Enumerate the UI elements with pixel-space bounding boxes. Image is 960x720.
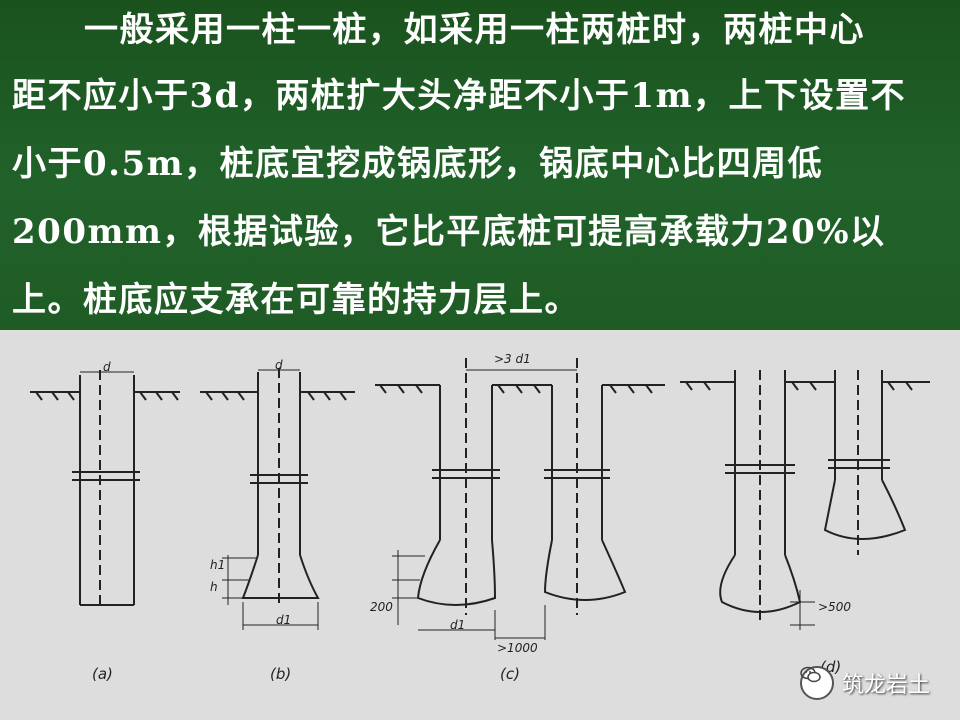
pile-c xyxy=(375,358,665,640)
text-line-4: 200mm，根据试验，它比平底桩可提高承载力20%以 xyxy=(12,212,886,252)
text-line-3: 小于0.5m，桩底宜挖成锅底形，锅底中心比四周低 xyxy=(12,144,824,184)
label-gap-c: >1000 xyxy=(497,641,538,655)
wechat-icon xyxy=(799,666,834,700)
label-200-c: 200 xyxy=(370,600,393,614)
watermark: 筑龙岩土 xyxy=(799,666,930,700)
pile-a xyxy=(30,370,180,606)
pile-diagram-figure: d d d1 h1 h >3 d1 d1 200 >1000 >500 (a) … xyxy=(0,330,960,720)
label-h1-b: h1 xyxy=(210,558,226,572)
label-d1-b: d1 xyxy=(276,613,292,627)
label-spacing-c: >3 d1 xyxy=(494,352,531,366)
text-panel: 一般采用一柱一桩，如采用一柱两桩时，两桩中心 距不应小于3d，两桩扩大头净距不小… xyxy=(0,0,960,330)
label-vertical-d: >500 xyxy=(818,600,851,614)
caption-c: (c) xyxy=(500,665,520,683)
pile-d xyxy=(680,370,930,630)
label-h-b: h xyxy=(210,580,218,594)
text-line-2: 距不应小于3d，两桩扩大头净距不小于1m，上下设置不 xyxy=(12,76,907,116)
text-line-5: 上。桩底应支承在可靠的持力层上。 xyxy=(12,280,580,320)
caption-a: (a) xyxy=(92,665,113,683)
text-line-1: 一般采用一柱一桩，如采用一柱两桩时，两桩中心 xyxy=(84,10,865,50)
pile-b xyxy=(200,368,355,630)
label-d-a: d xyxy=(103,360,111,374)
caption-b: (b) xyxy=(270,665,292,683)
label-d1-c: d1 xyxy=(450,618,466,632)
watermark-text: 筑龙岩土 xyxy=(841,673,930,698)
label-d-b: d xyxy=(275,358,283,372)
pile-diagram xyxy=(30,358,930,640)
